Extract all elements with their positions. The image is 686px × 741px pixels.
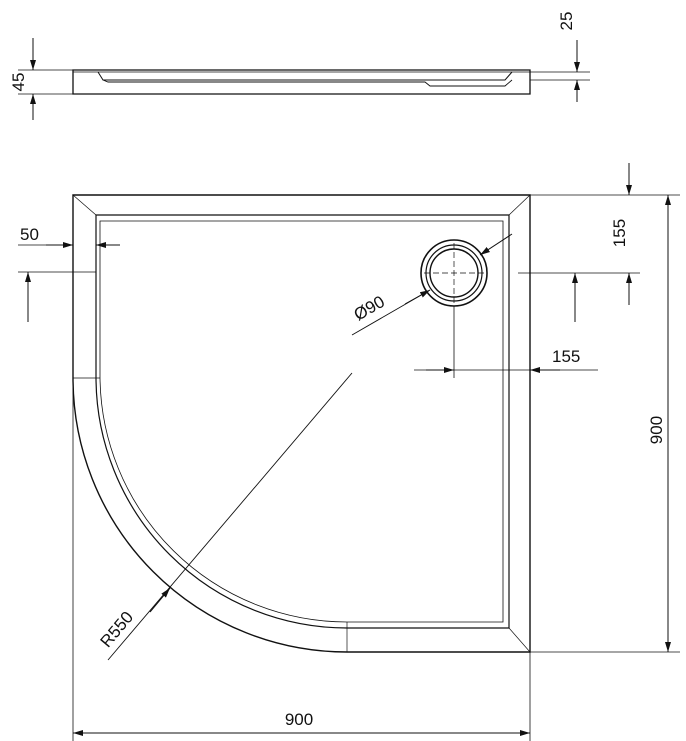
dim-drain-diameter-label: Ø90 [351, 292, 388, 325]
dim-tray-height-label: 45 [9, 73, 28, 92]
dim-90-arrow-out [479, 233, 513, 256]
dim-radius-line [107, 372, 353, 661]
side-view-inner-profile [97, 71, 513, 81]
dim-drain-offset-x-label: 155 [552, 347, 580, 366]
side-view-channel [102, 79, 513, 87]
plan-view [72, 194, 531, 653]
dim-edge-offset-label: 50 [20, 225, 39, 244]
bevel-top-left [72, 194, 97, 216]
tray-inner-rim [95, 214, 510, 629]
dim-radius-label: R550 [96, 608, 137, 651]
dim-drain-offset-y-label: 155 [610, 219, 629, 247]
plan-dimension-lines [18, 163, 680, 741]
dim-radius-arrow [149, 587, 171, 613]
dim-rim-height-label: 25 [557, 12, 576, 31]
drain [420, 239, 488, 307]
tray-outer-outline [72, 194, 531, 653]
tray-inner-rim-line [99, 220, 504, 623]
side-view-dimension-arrows [30, 38, 580, 120]
dim-90-arrow-in [404, 289, 431, 305]
bevel-bottom-right [508, 627, 531, 653]
dim-depth-label: 900 [647, 416, 666, 444]
bevel-top-right [508, 194, 531, 216]
side-view [18, 69, 590, 95]
side-view-outline [72, 69, 531, 95]
dim-width-label: 900 [285, 710, 313, 729]
